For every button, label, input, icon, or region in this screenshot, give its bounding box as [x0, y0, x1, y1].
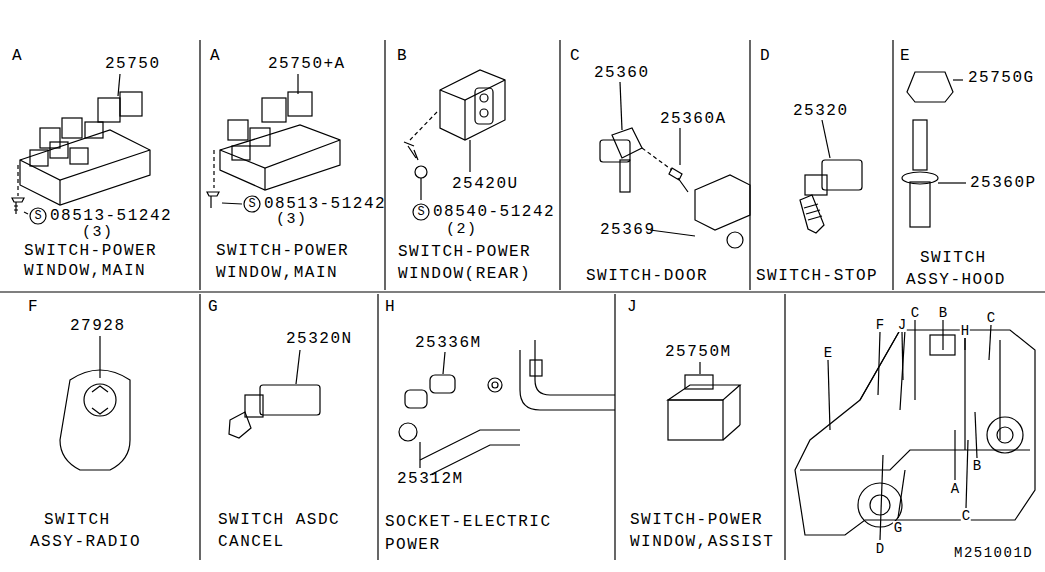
- part-name: SWITCH-STOP: [756, 268, 878, 284]
- callout-number: 25750M: [665, 344, 732, 360]
- part-name: SWITCH-POWER: [216, 243, 349, 259]
- part-name: WINDOW,MAIN: [24, 263, 146, 279]
- location-letter: G: [893, 521, 903, 535]
- location-letter: E: [823, 346, 833, 360]
- panel-letter: G: [208, 299, 219, 315]
- callout-number: 25336M: [415, 335, 482, 351]
- callout-number: 27928: [70, 318, 126, 334]
- location-letter: B: [972, 459, 982, 473]
- part-name: ASSY-HOOD: [906, 272, 1006, 288]
- quantity: (3): [82, 225, 114, 240]
- location-letter: D: [875, 542, 885, 556]
- part-name: WINDOW,MAIN: [216, 265, 338, 281]
- callout-number: 25369: [600, 222, 656, 238]
- symbol-letter: S: [417, 206, 424, 218]
- panel-letter: A: [12, 48, 23, 64]
- callout-number: 08513-51242: [264, 196, 386, 212]
- callout-number: 08540-51242: [433, 204, 555, 220]
- panel-letter: J: [627, 299, 638, 315]
- quantity: (3): [276, 212, 308, 227]
- part-name: SWITCH ASDC: [218, 512, 340, 528]
- part-name: WINDOW(REAR): [398, 266, 531, 282]
- callout-number: 25750: [105, 56, 161, 72]
- callout-number: 25750G: [968, 70, 1035, 86]
- callout-number: 25312M: [397, 471, 464, 487]
- panel-letter: C: [570, 48, 581, 64]
- panel-letter: B: [397, 48, 408, 64]
- callout-number: 25320: [793, 103, 849, 119]
- location-letter: F: [875, 318, 885, 332]
- location-letter: B: [938, 306, 948, 320]
- panel-letter: H: [385, 299, 396, 315]
- part-name: SWITCH-POWER: [398, 244, 531, 260]
- location-letter: H: [960, 324, 970, 338]
- location-letter: C: [986, 311, 996, 325]
- part-name: CANCEL: [218, 534, 285, 550]
- panel-letter: A: [210, 48, 221, 64]
- callout-number: 25360P: [970, 175, 1037, 191]
- part-name: SWITCH-POWER: [24, 243, 157, 259]
- callout-number: 25320N: [286, 331, 353, 347]
- quantity: (2): [446, 222, 478, 237]
- panel-letter: E: [900, 48, 911, 64]
- callout-number: 25360: [594, 65, 650, 81]
- part-name: WINDOW,ASSIST: [630, 534, 774, 550]
- symbol-letter: S: [34, 210, 41, 222]
- location-letter: J: [897, 318, 907, 332]
- symbol-letter: S: [248, 198, 255, 210]
- callout-number: 08513-51242: [50, 208, 172, 224]
- part-name: SWITCH-POWER: [630, 512, 763, 528]
- callout-number: 25750+A: [268, 56, 346, 72]
- part-name: ASSY-RADIO: [30, 534, 141, 550]
- part-name: POWER: [385, 537, 441, 553]
- location-letter: C: [910, 306, 920, 320]
- part-name: SWITCH: [44, 512, 111, 528]
- panel-letter: D: [760, 48, 771, 64]
- diagram-code: M251001D: [954, 546, 1033, 560]
- location-letter: A: [950, 482, 960, 496]
- part-name: SWITCH: [920, 250, 987, 266]
- callout-number: 25360A: [660, 111, 727, 127]
- part-name: SWITCH-DOOR: [586, 268, 708, 284]
- callout-number: 25420U: [452, 176, 519, 192]
- panel-letter: F: [28, 299, 39, 315]
- part-name: SOCKET-ELECTRIC: [385, 514, 552, 530]
- location-letter: C: [961, 509, 971, 523]
